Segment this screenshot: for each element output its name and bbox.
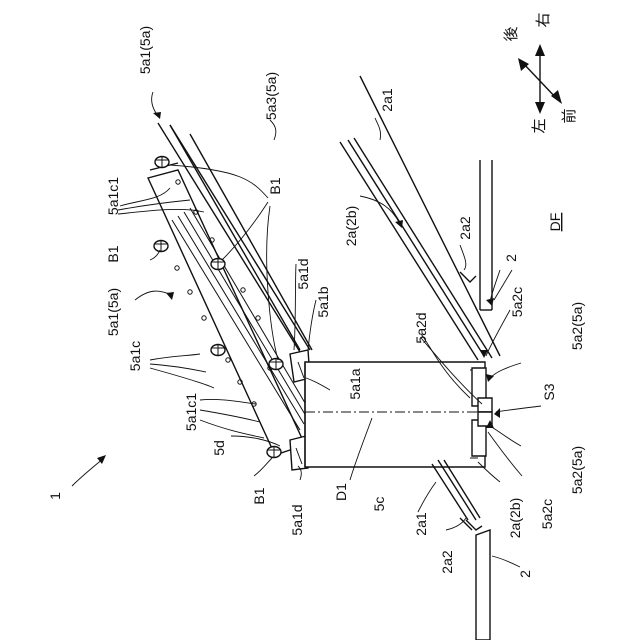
label-5a2d: 5a2d [413,312,429,343]
label-5a1-5a-top: 5a1(5a) [137,26,153,74]
label-layer: 1 5a1(5a) 5a3(5a) 2a1 5a1c1 B1 B1 5a1(5a… [47,12,585,577]
floor-panel-2-bottom [460,518,490,640]
rail-5a1 [148,123,310,455]
label-2-bottom: 2 [517,570,533,578]
label-5a1c: 5a1c [127,341,143,371]
label-right: 右 [535,12,552,27]
label-5a2c-top: 5a2c [509,287,525,317]
label-df: DF [547,213,563,232]
orientation-compass [518,44,562,114]
bolt [211,259,225,270]
bolt [154,241,168,252]
box-5c [305,362,492,467]
label-2a2-top: 2a2 [457,216,473,240]
bolt [211,345,225,356]
leader-lines [118,92,541,567]
bolt [269,359,283,370]
bolt [267,447,281,458]
label-5a3-5a: 5a3(5a) [263,72,279,120]
panel-2a-bottom [432,460,480,520]
label-back: 後 [503,26,520,41]
label-5a1c1-top: 5a1c1 [105,177,121,215]
label-5a1b: 5a1b [315,286,331,317]
label-2a-2b-top: 2a(2b) [343,206,359,246]
label-d1: D1 [333,483,349,501]
label-2a1-bottom: 2a1 [413,512,429,536]
bolt [155,157,169,168]
label-b1-right: B1 [267,177,283,194]
label-2a2-bottom: 2a2 [439,550,455,574]
label-5a1d-top: 5a1d [295,258,311,289]
label-2a1-top: 2a1 [379,88,395,112]
label-5a2-5a-bottom: 5a2(5a) [569,446,585,494]
label-b1-left: B1 [105,245,121,262]
label-5a1-5a-left: 5a1(5a) [105,288,121,336]
label-5a1d-bottom: 5a1d [289,504,305,535]
label-5a2-5a-top: 5a2(5a) [569,302,585,350]
label-left: 左 [531,118,548,133]
label-2-top: 2 [503,254,519,262]
label-front: 前 [561,108,578,123]
figure-number-arrow [72,455,106,486]
label-s3: S3 [541,383,557,400]
label-5d: 5d [211,440,227,456]
label-b1-bottom: B1 [251,487,267,504]
label-5c: 5c [371,497,387,512]
label-5a1c1-bottom: 5a1c1 [183,393,199,431]
label-2a-2b-bottom: 2a(2b) [507,498,523,538]
label-5a2c-bottom: 5a2c [539,499,555,529]
label-5a1a: 5a1a [347,368,363,399]
label-figure-number: 1 [47,492,63,500]
